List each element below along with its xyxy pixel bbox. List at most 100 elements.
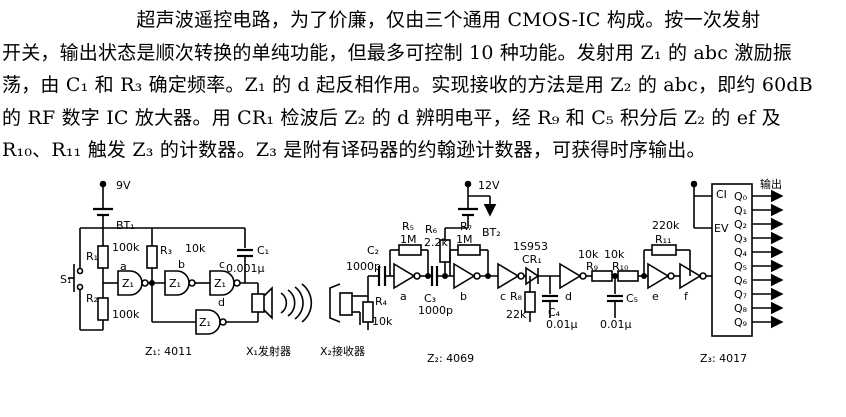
inverter-c [497,262,520,290]
label-r9-val: 10k [578,248,599,261]
output-pin-8: Q₈ [734,302,748,315]
output-pin-5: Q₅ [734,260,747,273]
resistor-r2 [97,297,109,321]
label-r1: R₁ [86,250,98,263]
output-pin-7: Q₇ [734,288,747,301]
label-c3-val: 1000p [418,304,453,317]
transmitter-x1 [251,293,265,313]
label-inv-b: b [460,290,467,303]
label-gate-d: d [218,296,225,309]
label-z1-b: Z₁ [169,277,181,290]
inverter-b [453,262,476,290]
speaker-icon [263,286,273,320]
output-pin-4: Q₄ [734,246,748,259]
label-output: 输出 [760,177,782,191]
label-r1-val: 100k [112,241,140,254]
text-line: R₁₀、R₁₁ 触发 Z₃ 的计数器。Z₃ 是附有译码器的约翰逊计数器，可获得时… [2,139,706,161]
vcc-terminal-12v [464,180,472,188]
label-inv-f: f [684,290,689,303]
label-r10: R₁₀ [612,260,629,273]
label-gate-a: a [120,260,127,273]
text-line: 的 RF 数字 IC 放大器。用 CR₁ 检波后 Z₂ 的 d 辨明电平，经 R… [2,106,781,129]
inverter-f [679,262,702,290]
label-r8: R₈ [510,290,523,303]
label-r3: R₃ [160,244,172,257]
label-z3-chip: Z₃: 4017 [700,352,747,365]
label-9v: 9V [116,179,131,192]
label-pin-ev: EV [714,222,729,235]
label-r2: R₂ [86,292,98,305]
label-gate-c: c [219,258,225,271]
inverter-e [647,262,670,290]
label-c1: C₁ [257,244,269,257]
label-c2: C₂ [367,244,379,257]
label-r11: R₁₁ [655,233,671,246]
diode-cr1 [525,266,540,286]
label-inv-a: a [400,290,407,303]
label-c2-val: 1000p [346,260,381,273]
resistor-r11 [651,244,677,256]
label-z2-chip: Z₂: 4069 [427,352,474,365]
label-c4-val: 0.01μ [546,318,578,331]
sound-wave-icon [280,292,288,314]
receiver-x2 [329,283,341,323]
label-r9: R₉ [586,260,598,273]
label-r7: R₇ [460,220,472,233]
label-z1-c: Z₁ [214,277,226,290]
label-c5: C₅ [626,292,638,305]
label-r6: R₆ [425,223,438,236]
inverter-a [393,262,416,290]
label-c5-val: 0.01μ [600,318,632,331]
inverter-d [559,262,582,290]
label-r8-val: 22k [506,308,527,321]
label-s1: S₁ [60,273,71,286]
label-diode: 1S953 [513,240,548,253]
label-r10-val: 10k [604,248,625,261]
label-bt1: BT₁ [116,219,135,232]
description-text: 超声波遥控电路，为了价廉，仅由三个通用 CMOS-IC 构成。按一次发射 开关，… [2,4,844,167]
label-gate-b: b [178,258,185,271]
label-x1: X₁发射器 [246,344,291,358]
output-pin-9: Q₉ [734,316,747,329]
resistor-r1 [97,245,109,269]
output-pin-6: Q₆ [734,274,748,287]
label-bt2: BT₂ [482,226,501,239]
label-r2-val: 100k [112,308,140,321]
resistor-r7 [457,244,481,256]
label-c1-val: 0.001μ [226,262,265,275]
label-c3: C₃ [424,292,436,305]
text-line: 荡，由 C₁ 和 R₃ 确定频率。Z₁ 的 d 起反相作用。实现接收的方法是用 … [2,74,813,96]
label-x2: X₂接收器 [320,344,365,358]
label-z1-chip: Z₁: 4011 [145,345,192,358]
label-r11-val: 220k [652,219,680,232]
label-r7-val: 1M [456,233,473,246]
label-pin-ci: CI [716,188,727,201]
counter-z3 [711,183,753,337]
output-pin-2: Q₂ [734,218,747,231]
label-z1-d: Z₁ [199,316,211,329]
text-line: 开关，输出状态是顺次转换的单纯功能，但最多可控制 10 种功能。发射用 Z₁ 的… [2,41,792,64]
label-c4: C₄ [548,306,561,319]
label-r5-val: 1M [400,233,417,246]
resistor-r3 [146,245,158,269]
resistor-r8 [524,291,536,313]
label-r3-val: 10k [185,242,206,255]
label-12v: 12V [478,179,500,192]
label-r6-val: 2.2k [424,236,448,249]
output-pin-0: Q₀ [734,190,748,203]
label-inv-d: d [565,290,572,303]
label-r4: R₄ [375,295,388,308]
label-z1-a: Z₁ [122,277,134,290]
resistor-r5 [398,244,422,256]
label-r5: R₅ [402,220,414,233]
output-pin-3: Q₃ [734,232,747,245]
label-r4-val: 10k [372,315,393,328]
text-line: 超声波遥控电路，为了价廉，仅由三个通用 CMOS-IC 构成。按一次发射 [2,9,761,31]
circuit-diagram: 9V BT₁ S₁ R₁ 100k R₂ 100k R₃ 10k C₁ 0.00… [60,177,784,365]
label-inv-c: c [500,290,506,303]
label-inv-e: e [652,290,659,303]
output-pin-1: Q₁ [734,204,747,217]
label-cr1: CR₁ [522,253,542,266]
switch-s1 [76,267,84,275]
